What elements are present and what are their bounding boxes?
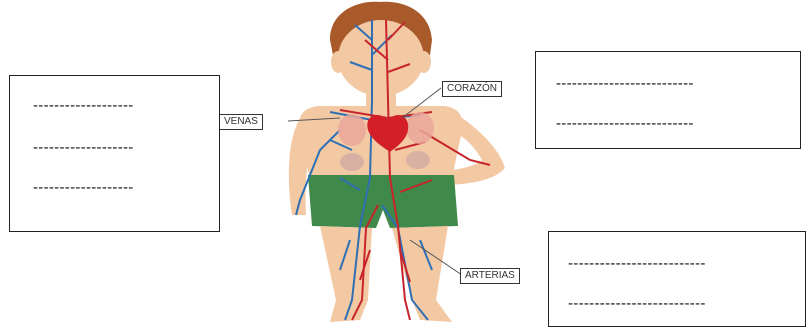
answer-line-1[interactable]: ------------------- [33, 98, 134, 113]
answer-line-1[interactable]: -------------------------- [568, 256, 706, 271]
shorts [308, 175, 458, 228]
head [338, 20, 424, 96]
right-ear [417, 51, 431, 73]
answer-box-top-right[interactable]: -------------------------- -------------… [535, 51, 801, 149]
label-venas: VENAS [219, 114, 263, 130]
neck [366, 88, 396, 106]
right-lung [406, 112, 434, 144]
answer-line-1[interactable]: -------------------------- [556, 76, 694, 91]
answer-line-2[interactable]: ------------------- [33, 140, 134, 155]
stomach [340, 153, 364, 171]
answer-box-bottom-right[interactable]: -------------------------- -------------… [548, 231, 806, 327]
answer-box-left[interactable]: ------------------- ------------------- … [9, 75, 220, 232]
label-corazon: CORAZÓN [442, 81, 502, 97]
left-ear [331, 51, 345, 73]
label-arterias: ARTERIAS [460, 268, 520, 284]
left-lung [338, 114, 366, 146]
answer-line-2[interactable]: -------------------------- [568, 296, 706, 311]
answer-line-2[interactable]: -------------------------- [556, 116, 694, 131]
intestine [406, 151, 430, 169]
answer-line-3[interactable]: ------------------- [33, 180, 134, 195]
